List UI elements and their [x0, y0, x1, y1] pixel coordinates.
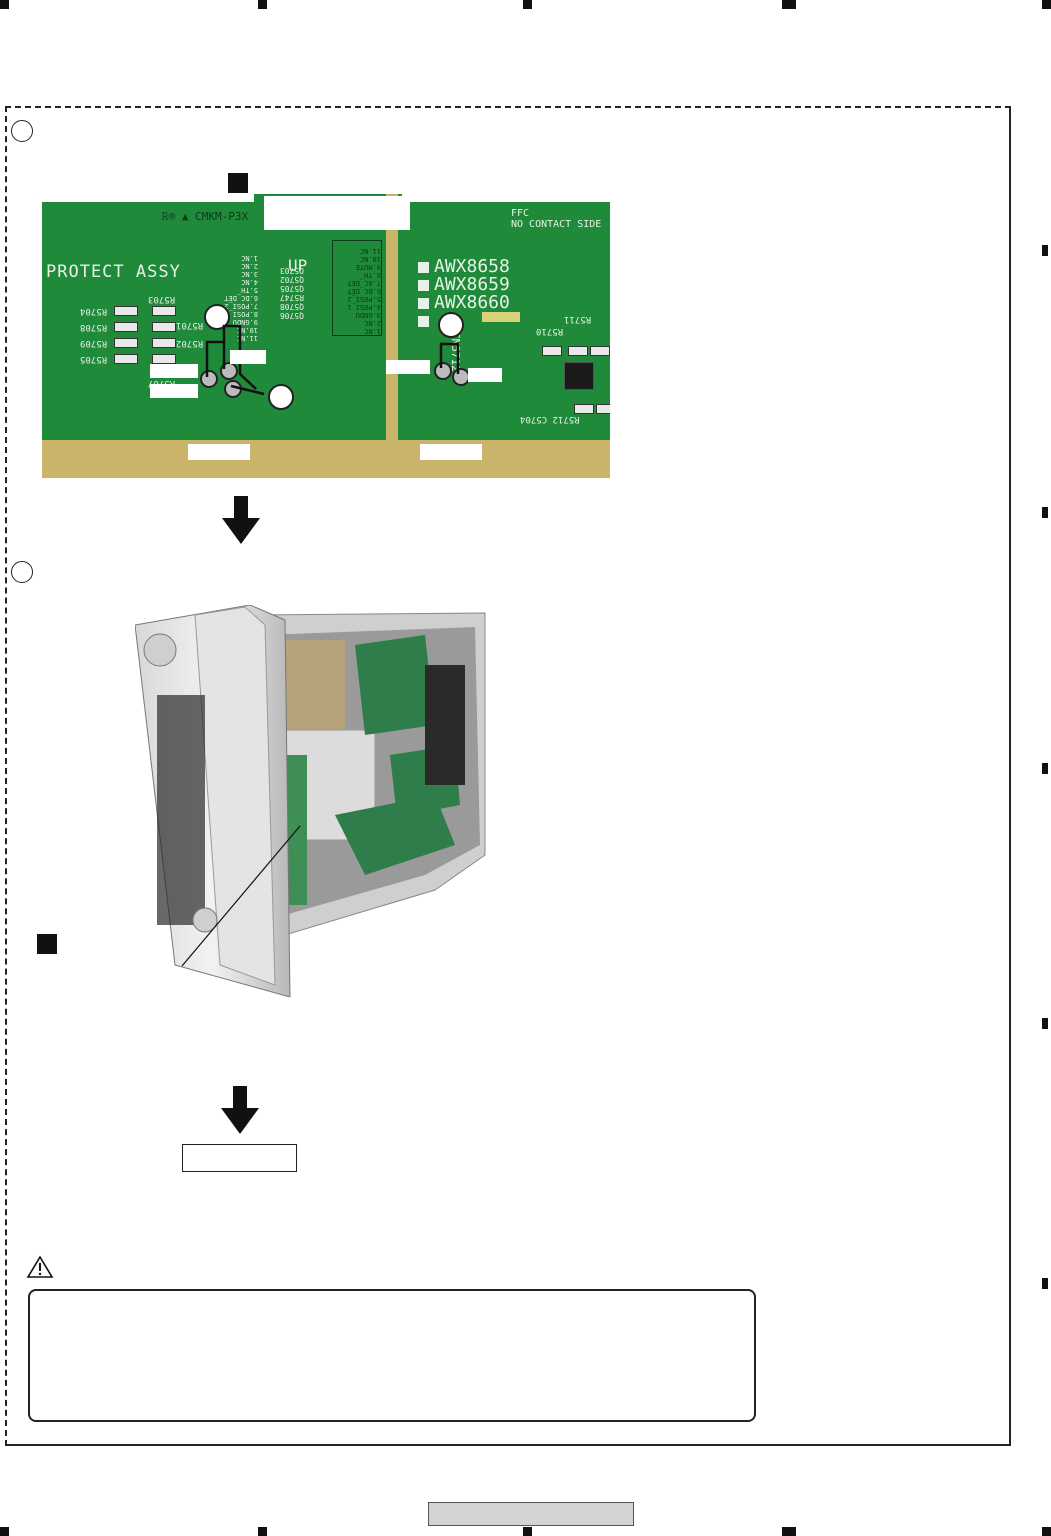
awx-checkbox — [418, 298, 429, 309]
smd-pad — [568, 346, 588, 356]
smd-pad — [152, 322, 176, 332]
blank-label — [188, 444, 250, 460]
registration-mark — [523, 1527, 532, 1536]
registration-mark — [1042, 0, 1051, 9]
smd-pad — [114, 354, 138, 364]
pcb-edge-tape — [42, 440, 610, 478]
side-mark — [1042, 507, 1048, 518]
step-marker — [438, 312, 464, 338]
pcb-divider — [386, 194, 398, 478]
ul-mark: ℝ® ▲ CMKM-P3X — [162, 210, 249, 223]
awx-label-3: AWX8660 — [434, 292, 510, 313]
up-label: UP — [288, 256, 308, 275]
blank-label — [420, 444, 482, 460]
blank-label — [386, 360, 430, 374]
caution-box — [28, 1289, 756, 1422]
next-step-label — [182, 1144, 297, 1172]
smd-pad — [590, 346, 610, 356]
pcb-photo: ℝ® ▲ CMKM-P3X PROTECT ASSY UP FFC NO CON… — [42, 194, 610, 478]
caution-triangle-icon — [26, 1255, 54, 1278]
side-mark — [1042, 1018, 1048, 1029]
blank-label — [264, 196, 410, 230]
smd-pad — [114, 322, 138, 332]
receiver-photo — [135, 605, 486, 997]
smd-pad — [152, 306, 176, 316]
blank-label — [150, 364, 198, 378]
smd-pad — [152, 338, 176, 348]
solder-point — [434, 362, 452, 380]
protect-assy-label: PROTECT ASSY — [46, 262, 181, 282]
down-arrow-icon — [222, 496, 260, 544]
solder-point — [200, 370, 218, 388]
registration-mark — [1042, 1527, 1051, 1536]
side-mark — [1042, 763, 1048, 774]
ffc-label: FFC NO CONTACT SIDE — [511, 208, 602, 230]
smd-pad — [574, 404, 594, 414]
smd-pad — [596, 404, 610, 414]
smd-pad — [114, 338, 138, 348]
side-mark — [1042, 1278, 1048, 1289]
registration-mark — [782, 1527, 796, 1536]
ic-chip — [564, 362, 594, 390]
registration-mark — [0, 0, 9, 9]
blank-label — [230, 350, 266, 364]
blank-label — [468, 368, 502, 382]
awx-label-2: AWX8659 — [434, 274, 510, 295]
registration-mark — [258, 1527, 267, 1536]
awx-label-1: AWX8658 — [434, 256, 510, 277]
awx-checkbox — [418, 316, 429, 327]
awx-checkbox — [418, 262, 429, 273]
side-mark — [1042, 245, 1048, 256]
awx-yellow-pad — [482, 312, 520, 322]
jumper-wires — [205, 324, 460, 396]
step-marker — [268, 384, 294, 410]
smd-pad — [542, 346, 562, 356]
registration-mark — [523, 0, 532, 9]
smd-pad — [152, 354, 176, 364]
down-arrow-icon — [221, 1086, 259, 1134]
awx-checkbox — [418, 280, 429, 291]
registration-mark — [258, 0, 267, 9]
registration-mark — [0, 1527, 9, 1536]
leader-line — [181, 825, 301, 967]
page-footer — [428, 1502, 634, 1526]
reference-marker — [37, 934, 57, 954]
step-marker — [11, 120, 33, 142]
blank-label — [150, 384, 198, 398]
registration-mark — [782, 0, 796, 9]
step-marker — [11, 561, 33, 583]
reference-marker — [228, 173, 248, 193]
procedure-frame — [5, 106, 1011, 1446]
smd-pad — [114, 306, 138, 316]
